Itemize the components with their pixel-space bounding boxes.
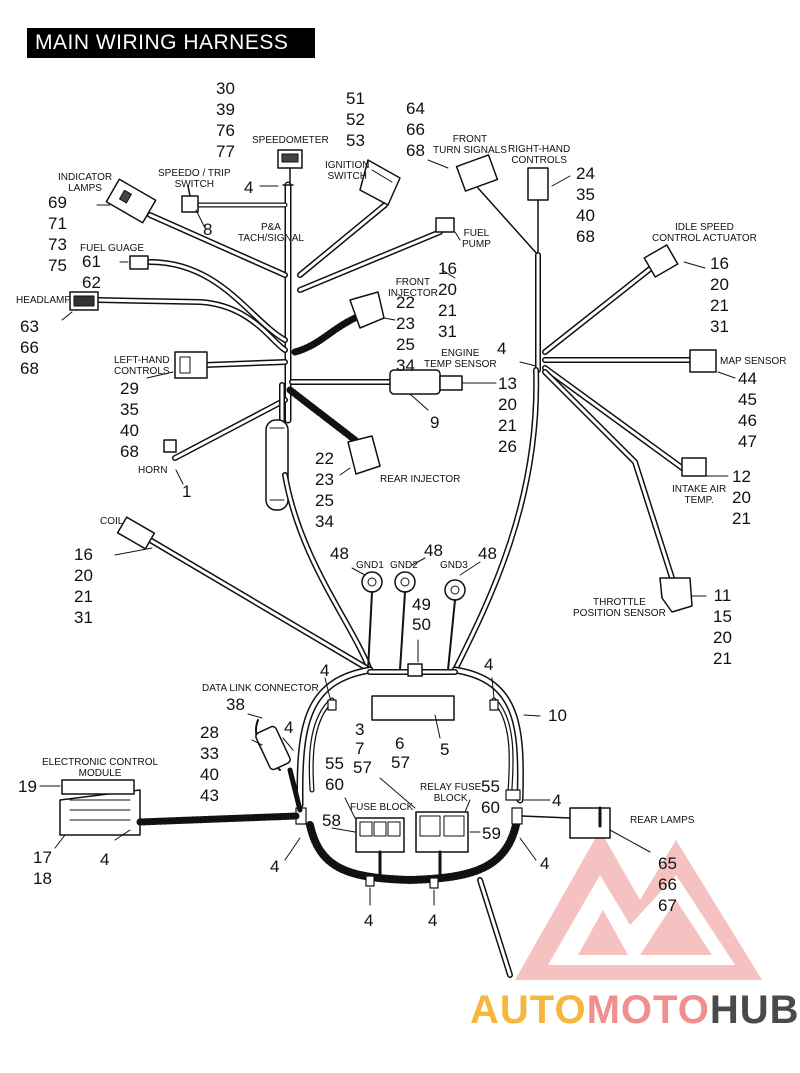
- callout-fuse-58: 58: [322, 811, 341, 830]
- label-speedometer: SPEEDOMETER: [252, 135, 329, 146]
- callout-gnd1: 48: [330, 544, 349, 563]
- callout-low-right-4: 4: [540, 854, 550, 873]
- callout-gnd2: 48: [424, 541, 443, 560]
- callout-datalink-side-4: 4: [284, 718, 294, 737]
- label-gnd3: GND3: [440, 560, 468, 571]
- callout-mid-50: 50: [412, 615, 431, 634]
- callout-temp-9: 9: [430, 413, 440, 432]
- callout-speedo-trip: 8: [203, 220, 213, 239]
- callout-center-6: 6: [395, 734, 405, 753]
- callout-bottom-4b: 4: [428, 911, 438, 930]
- callout-loop-10: 10: [548, 706, 567, 725]
- callout-loop-right-4: 4: [484, 655, 494, 674]
- label-rear-lamps: REAR LAMPS: [630, 815, 695, 826]
- label-fuel-gauge: FUEL GUAGE: [80, 243, 145, 254]
- callout-right-4: 4: [552, 791, 562, 810]
- label-rear-injector: REAR INJECTOR: [380, 474, 461, 485]
- callout-center-3: 3: [355, 720, 365, 739]
- title-banner: MAIN WIRING HARNESS: [27, 28, 315, 58]
- label-gnd2: GND2: [390, 560, 418, 571]
- callout-ecm-19: 19: [18, 777, 37, 796]
- callout-center-57: 57: [391, 753, 410, 772]
- callout-low-left-4: 4: [270, 857, 280, 876]
- watermark-logo: [515, 830, 762, 980]
- watermark-text: AUTOMOTOHUB: [470, 988, 800, 1032]
- page-title: MAIN WIRING HARNESS: [35, 31, 289, 54]
- callout-center-7: 7: [355, 739, 365, 758]
- label-map-sensor: MAP SENSOR: [720, 356, 787, 367]
- callout-junction-4: 4: [497, 339, 507, 358]
- label-data-link-connector: DATA LINK CONNECTOR: [202, 683, 319, 694]
- callout-speedo-4: 4: [244, 178, 254, 197]
- callout-bottom-4a: 4: [364, 911, 374, 930]
- label-headlamp: HEADLAMP: [16, 295, 72, 306]
- callout-relay-59: 59: [482, 824, 501, 843]
- callout-gnd3: 48: [478, 544, 497, 563]
- callout-ecm-4: 4: [100, 850, 110, 869]
- label-gnd1: GND1: [356, 560, 384, 571]
- callout-loop-left-4: 4: [320, 661, 330, 680]
- callout-relay-57: 57: [353, 758, 372, 777]
- callout-datalink: 38: [226, 695, 245, 714]
- callout-center-5: 5: [440, 740, 450, 759]
- label-fuse-block: FUSE BLOCK: [350, 802, 414, 813]
- callout-horn: 1: [182, 482, 192, 501]
- label-coil: COIL: [100, 516, 124, 527]
- label-horn: HORN: [138, 465, 168, 476]
- callout-mid-49: 49: [412, 595, 431, 614]
